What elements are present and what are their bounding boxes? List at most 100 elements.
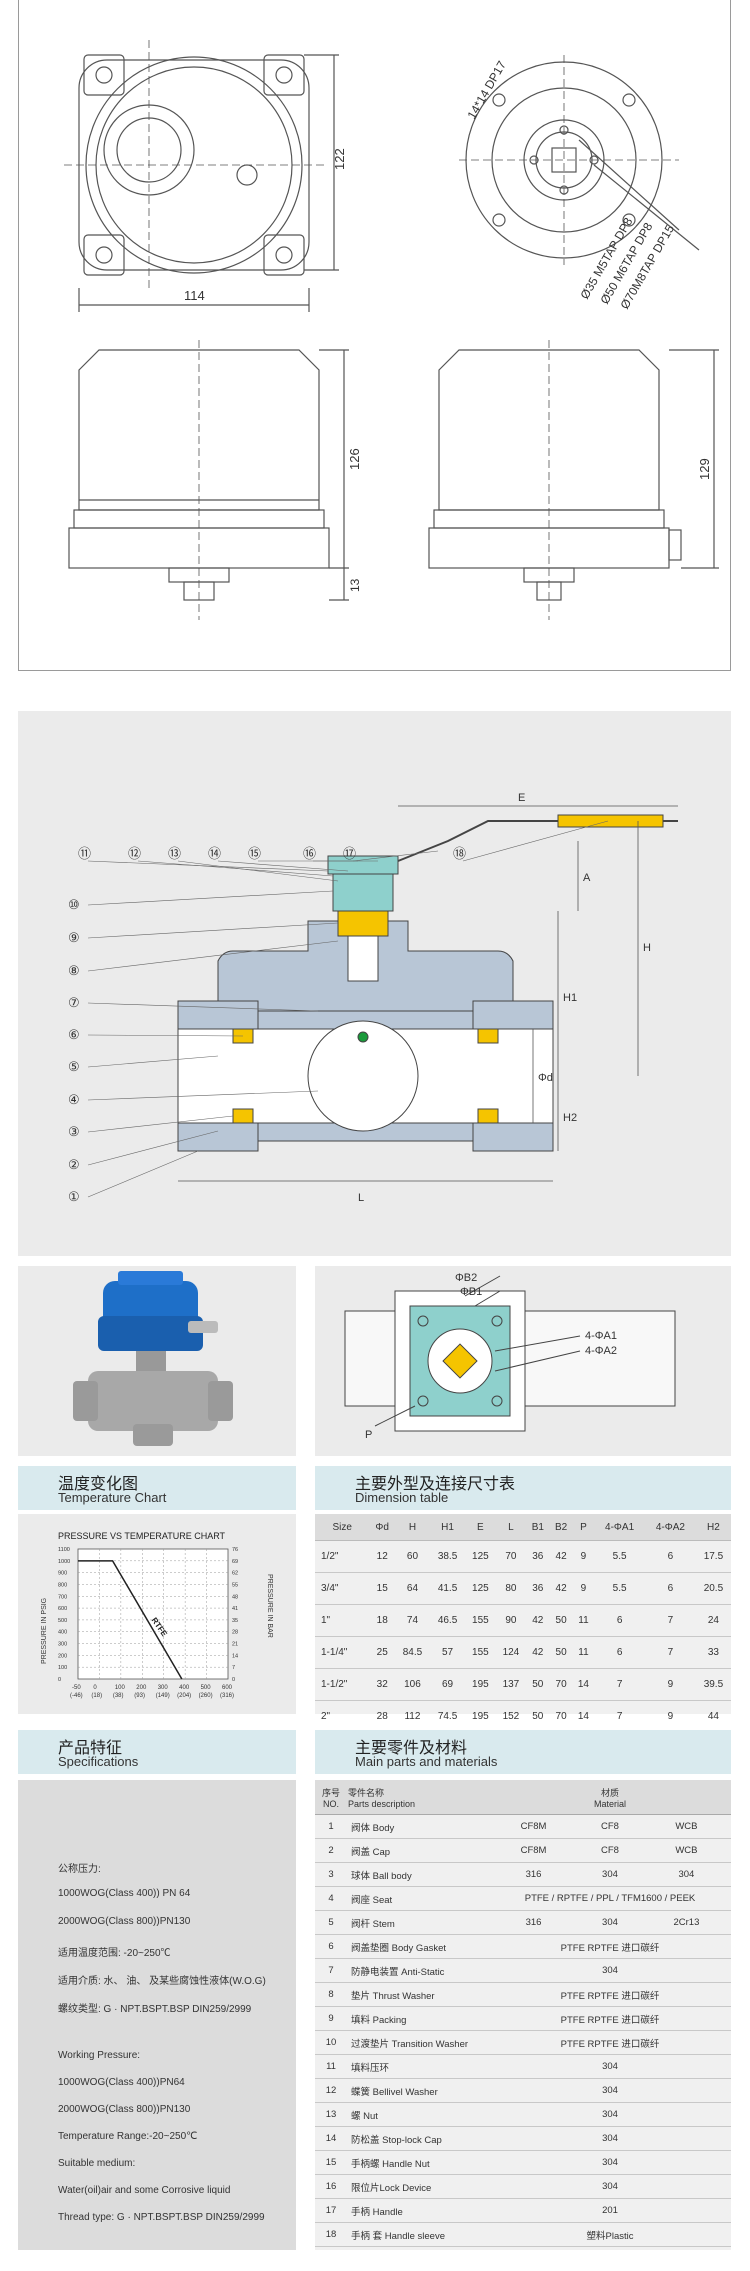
valve-top-view-drawing: ΦB2 ΦB1 4-ΦA1 4-ΦA2 P	[344, 1272, 676, 1441]
part-material: 304	[489, 2174, 731, 2199]
y-tick-left: 600	[58, 1606, 67, 1612]
part-name: 球体 Ball body	[347, 1862, 489, 1887]
y-tick-right: 7	[232, 1665, 235, 1671]
svg-text:A: A	[583, 872, 591, 884]
part-material: CF8	[578, 1814, 642, 1839]
part-name: 阀体 Body	[347, 1814, 489, 1839]
y-tick-left: 800	[58, 1582, 67, 1588]
table-cell: 7	[594, 1668, 646, 1701]
part-number: 6	[315, 1934, 347, 1959]
x-tick-f: 400	[179, 1685, 190, 1691]
table-cell: 17.5	[695, 1540, 731, 1573]
chart-ticks: -50(-46)0(18)100(38)200(93)300(149)400(2…	[58, 1547, 238, 1699]
spec-line-cn: 1000WOG(Class 400)) PN 64	[58, 1888, 191, 1899]
part-number: 5	[315, 1910, 347, 1935]
part-number: 10	[315, 2030, 347, 2055]
y-tick-left: 400	[58, 1630, 67, 1636]
temperature-header: 温度变化图 Temperature Chart	[18, 1466, 296, 1510]
svg-text:⑰: ⑰	[343, 846, 356, 861]
dimension-col-header: 4-ΦA2	[645, 1514, 696, 1541]
table-cell: 84.5	[394, 1636, 430, 1669]
part-material: 316	[489, 1862, 579, 1887]
dimension-title-cn: 主要外型及连接尺寸表	[355, 1476, 516, 1493]
x-tick-c: (204)	[177, 1693, 191, 1699]
rtfe-series-line	[78, 1560, 183, 1680]
svg-text:L: L	[358, 1192, 364, 1204]
table-cell: 14	[572, 1668, 595, 1701]
table-cell: 46.5	[430, 1604, 466, 1637]
svg-text:⑫: ⑫	[128, 846, 141, 861]
table-cell: 69	[430, 1668, 466, 1701]
table-cell: 12	[369, 1540, 395, 1573]
materials-title-cn: 主要零件及材料	[355, 1740, 468, 1757]
y-tick-right: 0	[232, 1677, 235, 1683]
part-material: PTFE RPTFE 进口碳纤	[489, 2006, 731, 2031]
spec-line-en: 1000WOG(Class 400))PN64	[58, 2077, 185, 2088]
dimension-col-header: Size	[315, 1514, 370, 1541]
part-material: PTFE RPTFE 进口碳纤	[489, 1934, 731, 1959]
dimension-col-header: P	[572, 1514, 595, 1541]
x-tick-c: (149)	[156, 1693, 170, 1699]
temperature-title-en: Temperature Chart	[58, 1490, 167, 1505]
spec-line-cn: 公称压力:	[58, 1864, 101, 1875]
y-tick-left: 300	[58, 1642, 67, 1648]
y-tick-right: 41	[232, 1606, 238, 1612]
part-number: 13	[315, 2102, 347, 2127]
svg-text:ΦB1: ΦB1	[460, 1286, 482, 1298]
svg-text:4-ΦA2: 4-ΦA2	[585, 1345, 617, 1357]
part-material: 304	[489, 2150, 731, 2175]
svg-text:⑬: ⑬	[168, 846, 181, 861]
table-cell: 9	[572, 1572, 595, 1605]
svg-text:E: E	[518, 792, 525, 804]
table-cell: 42	[526, 1636, 550, 1669]
x-tick-c: (93)	[134, 1693, 145, 1699]
dimension-header: 主要外型及连接尺寸表 Dimension table	[315, 1466, 731, 1510]
y-tick-right: 35	[232, 1618, 238, 1624]
part-material: PTFE RPTFE 进口碳纤	[489, 1982, 731, 2007]
table-cell: 32	[369, 1668, 395, 1701]
table-cell: 124	[495, 1636, 527, 1669]
spec-line-en: Water(oil)air and some Corrosive liquid	[58, 2185, 231, 2196]
part-name: 填料 Packing	[347, 2006, 489, 2031]
table-cell: 125	[465, 1572, 496, 1605]
part-name: 手柄 Handle	[347, 2198, 489, 2223]
x-tick-f: 0	[93, 1685, 97, 1691]
svg-text:ΦB2: ΦB2	[455, 1272, 477, 1284]
table-cell: 2"	[315, 1700, 370, 1733]
part-name: 手柄 套 Handle sleeve	[347, 2222, 489, 2247]
pressure-temperature-chart: PRESSURE VS TEMPERATURE CHART PRESSURE I…	[41, 1531, 273, 1699]
x-tick-f: 600	[222, 1685, 233, 1691]
part-number: 18	[315, 2222, 347, 2247]
x-tick-c: (-46)	[70, 1693, 83, 1699]
table-cell: 42	[526, 1604, 550, 1637]
table-cell: 155	[465, 1604, 496, 1637]
product-photo	[18, 1266, 296, 1456]
part-material: 2Cr13	[641, 1910, 731, 1935]
chart-title: PRESSURE VS TEMPERATURE CHART	[58, 1531, 226, 1541]
part-number: 4	[315, 1886, 347, 1911]
table-cell: 60	[394, 1540, 430, 1573]
svg-text:126: 126	[347, 448, 362, 470]
part-name: 阀杆 Stem	[347, 1910, 489, 1935]
y-tick-right: 28	[232, 1630, 238, 1636]
dimension-col-header: H1	[430, 1514, 466, 1541]
part-number: 2	[315, 1838, 347, 1863]
table-cell: 44	[695, 1700, 731, 1733]
table-cell: 18	[369, 1604, 395, 1637]
part-name: 过渡垫片 Transition Washer	[347, 2030, 489, 2055]
y-tick-left: 1000	[58, 1559, 70, 1565]
